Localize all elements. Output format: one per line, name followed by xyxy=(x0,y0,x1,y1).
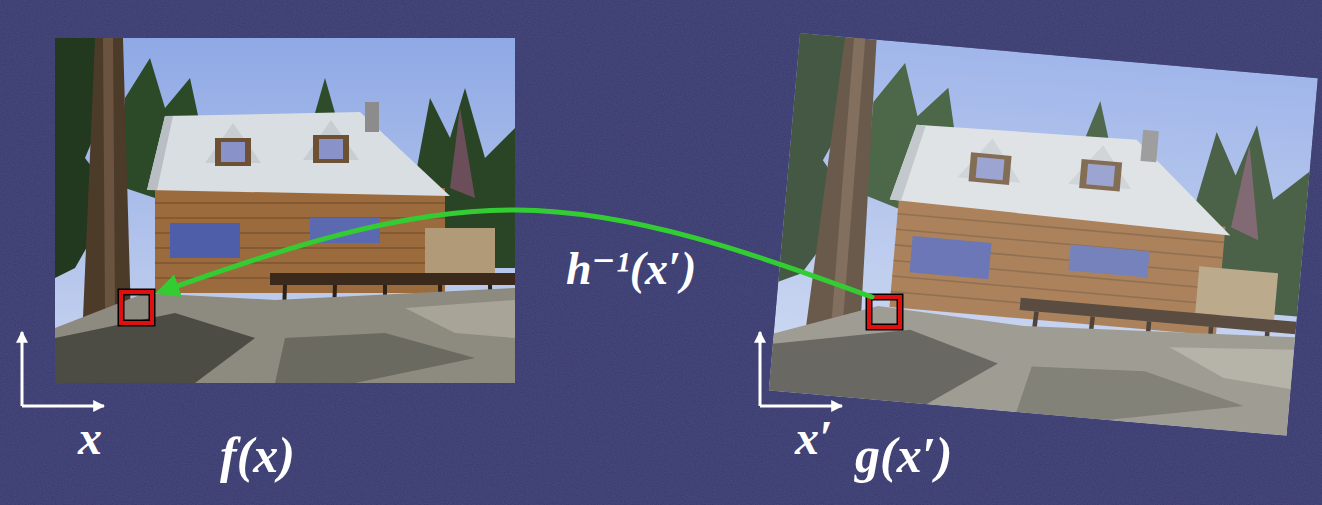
image-panel: g(x′) xyxy=(780,35,1320,445)
mapping-label: h⁻¹(x′) xyxy=(566,246,696,292)
axes xyxy=(22,332,842,406)
image-panel: f(x) xyxy=(55,38,515,383)
warp-arrow xyxy=(160,210,872,297)
axis-label: x xyxy=(78,414,102,462)
axis-label: x′ xyxy=(795,414,833,462)
photo-warped xyxy=(769,33,1318,436)
patch-square xyxy=(869,297,900,327)
image-caption: g(x′) xyxy=(855,430,952,480)
patch-outline xyxy=(121,292,152,323)
patch-outline xyxy=(869,297,900,327)
image-caption: f(x) xyxy=(220,430,295,480)
photo-original xyxy=(55,38,515,383)
patch-square xyxy=(121,292,152,323)
